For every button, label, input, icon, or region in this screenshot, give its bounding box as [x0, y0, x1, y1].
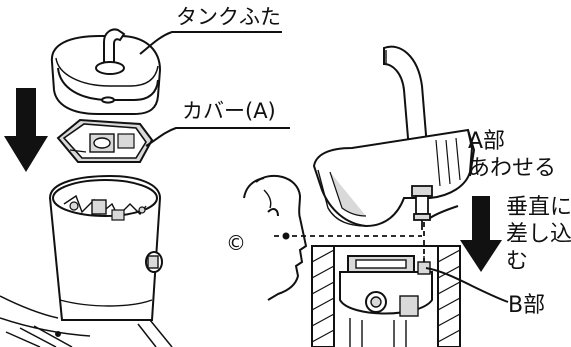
tank-lid-label: タンクふた	[176, 6, 281, 28]
right-down-arrow-icon	[460, 196, 502, 272]
person-head-profile	[244, 176, 306, 300]
insert-label-line3: む	[506, 250, 571, 273]
cover-a	[58, 120, 152, 162]
insert-label-line1: 垂直に	[506, 196, 571, 219]
part-a-label-line1: A部	[468, 130, 556, 153]
ear-mark: ©	[226, 231, 246, 255]
part-b-label: B部	[508, 294, 545, 317]
cover-a-label: カバー(A)	[182, 100, 276, 122]
cover-a-leader	[146, 128, 290, 146]
part-a-label: A部 あわせる	[468, 130, 556, 180]
part-a-leader	[430, 206, 458, 218]
insert-vertical-label: 垂直に 差し込 む	[506, 196, 571, 273]
tank-section	[312, 246, 460, 347]
part-a-label-line2: あわせる	[468, 157, 556, 180]
spout-fitting	[412, 186, 432, 230]
tank-lid-leader	[140, 32, 282, 54]
tank-lid	[52, 30, 160, 115]
insert-label-line2: 差し込	[506, 223, 571, 246]
left-down-arrow-icon	[4, 88, 48, 172]
sink-basin	[314, 130, 474, 226]
toilet-tank-body	[50, 176, 162, 320]
